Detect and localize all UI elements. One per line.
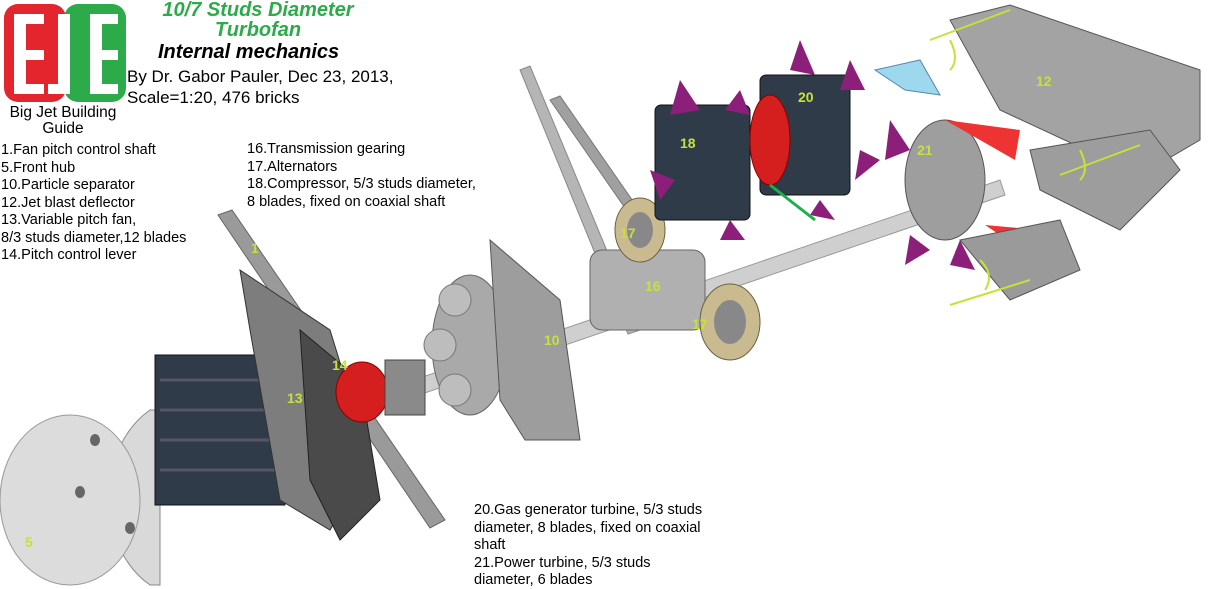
jet-blast-deflector: [873, 4, 1201, 306]
part-label-5: 5: [25, 534, 33, 550]
part-label-17a: 17: [620, 225, 636, 241]
variable-pitch-fan: [154, 268, 381, 541]
legend-bottom: 20.Gas generator turbine, 5/3 studs diam…: [474, 502, 702, 589]
title-line-2: Turbofan: [214, 19, 302, 41]
brand-name: Big Jet Building Guide: [0, 105, 126, 137]
part-label-1: 1: [251, 240, 259, 256]
bjb-logo: [4, 4, 126, 102]
transmission-gearing: [589, 197, 761, 361]
part-label-16: 16: [645, 278, 661, 294]
legend-item: 18.Compressor, 5/3 studs diameter,: [247, 176, 476, 192]
legend-item: 17.Alternators: [247, 158, 338, 175]
legend-item: 13.Variable pitch fan,: [1, 212, 137, 228]
brand-line-2: Guide: [42, 120, 84, 137]
legend-item: shaft: [474, 537, 506, 553]
legend-item: diameter, 8 blades, fixed on coaxial: [474, 519, 701, 536]
part-label-14: 14: [332, 357, 348, 373]
pitch-control-lever: [335, 359, 426, 423]
legend-item: 10.Particle separator: [1, 177, 135, 193]
compressor-and-gas-turbine: [650, 40, 880, 240]
front-hub: [0, 409, 161, 586]
legend-item: 1.Fan pitch control shaft: [1, 142, 156, 158]
bjb-logo-letters: [14, 14, 118, 94]
legend-item: 5.Front hub: [1, 159, 76, 176]
legend-item: 21.Power turbine, 5/3 studs: [474, 554, 651, 571]
part-label-18: 18: [680, 135, 696, 151]
legend-item: 20.Gas generator turbine, 5/3 studs: [474, 502, 703, 518]
brand-line-1: Big Jet Building: [9, 104, 117, 121]
part-label-10: 10: [544, 332, 560, 348]
legend-item: 8 blades, fixed on coaxial shaft: [247, 193, 446, 210]
part-label-21: 21: [917, 142, 933, 158]
legend-left: 1.Fan pitch control shaft 5.Front hub 10…: [1, 142, 186, 265]
legend-mid: 16.Transmission gearing 17.Alternators 1…: [247, 141, 476, 211]
title: 10/7 Studs Diameter Turbofan: [128, 0, 388, 40]
legend-item: diameter, 6 blades: [474, 572, 593, 588]
subtitle: Internal mechanics: [158, 41, 340, 63]
part-label-12: 12: [1036, 73, 1052, 89]
part-label-13: 13: [287, 390, 303, 406]
legend-item: 8/3 studs diameter,12 blades: [1, 229, 187, 246]
legend-item: 12.Jet blast deflector: [1, 194, 135, 211]
particle-separator: [423, 238, 581, 441]
byline: By Dr. Gabor Pauler, Dec 23, 2013, Scale…: [127, 67, 394, 107]
part-label-17b: 17: [692, 316, 708, 332]
title-line-1: 10/7 Studs Diameter: [162, 0, 354, 21]
legend-item: 14.Pitch control lever: [1, 247, 137, 263]
legend-item: 16.Transmission gearing: [247, 141, 406, 157]
part-label-20: 20: [798, 89, 814, 105]
